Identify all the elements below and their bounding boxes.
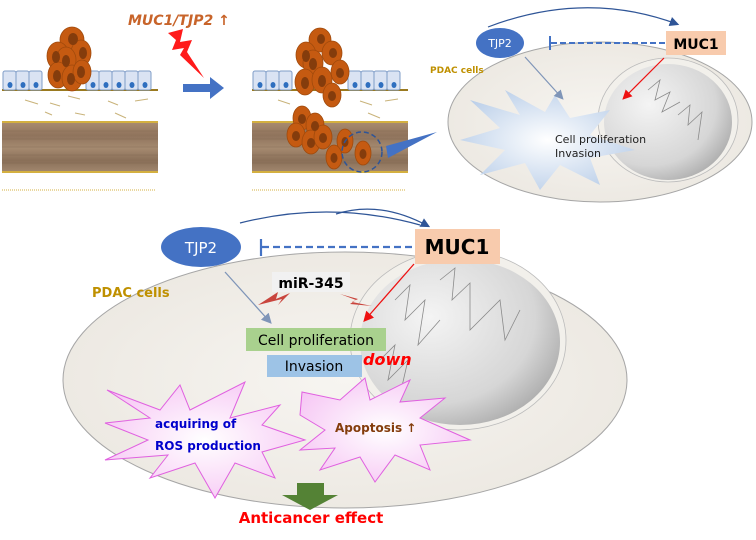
apoptosis-label: Apoptosis ↑ bbox=[335, 421, 416, 435]
down-label: down bbox=[363, 350, 412, 369]
epithelium bbox=[2, 70, 152, 91]
main-nucleus bbox=[360, 259, 560, 425]
inset-nucleus bbox=[604, 64, 732, 180]
apoptosis-burst bbox=[298, 377, 472, 483]
tjp2-label: TJP2 bbox=[184, 239, 217, 257]
trigger-label: MUC1/TJP2 ↑ bbox=[128, 13, 230, 29]
tissue-before bbox=[2, 26, 158, 191]
proliferation-label: Cell proliferation bbox=[258, 333, 374, 349]
inset-invasion-text: Invasion bbox=[555, 147, 601, 160]
mirna-box bbox=[272, 272, 350, 292]
ros-line2: ROS production bbox=[155, 439, 261, 453]
inset-muc1-label: MUC1 bbox=[673, 37, 718, 53]
inset-tjp2-label: TJP2 bbox=[487, 37, 512, 50]
inset-muc1-node bbox=[666, 31, 726, 55]
inset-proliferation-text: Cell proliferation bbox=[555, 133, 646, 146]
fibers bbox=[24, 95, 149, 119]
inset-cell-diagram: Cell proliferation Invasion TJP2 MUC1 PD… bbox=[430, 7, 753, 203]
inset-tjp2-node bbox=[476, 28, 524, 58]
invasion-box bbox=[267, 355, 362, 377]
progression-arrow-icon bbox=[183, 77, 224, 99]
tissue-after bbox=[252, 27, 437, 191]
ros-burst bbox=[104, 380, 307, 500]
zoom-circle bbox=[341, 131, 383, 173]
ros-line1: acquiring of bbox=[155, 417, 237, 431]
mirna-inhibit-left-icon bbox=[258, 292, 290, 305]
inset-pdac-label: PDAC cells bbox=[430, 66, 484, 76]
result-arrow-icon bbox=[282, 483, 338, 510]
inset-outcome-burst bbox=[460, 90, 635, 190]
main-cell-diagram: TJP2 MUC1 PDAC cells miR-345 Cell prolif… bbox=[62, 208, 628, 527]
muc1-node bbox=[415, 229, 500, 264]
anticancer-effect-label: Anticancer effect bbox=[239, 509, 384, 527]
proliferation-box bbox=[246, 328, 386, 351]
zoom-callout-pointer bbox=[386, 132, 437, 158]
pdac-cells-label: PDAC cells bbox=[92, 286, 170, 301]
mirna-label: miR-345 bbox=[278, 276, 343, 292]
lightning-icon bbox=[168, 29, 204, 78]
muc1-label: MUC1 bbox=[425, 235, 490, 259]
tjp2-node bbox=[161, 227, 241, 267]
invasion-label: Invasion bbox=[285, 359, 344, 375]
stroma-layer bbox=[2, 123, 158, 173]
mirna-inhibit-right-icon bbox=[340, 294, 372, 306]
